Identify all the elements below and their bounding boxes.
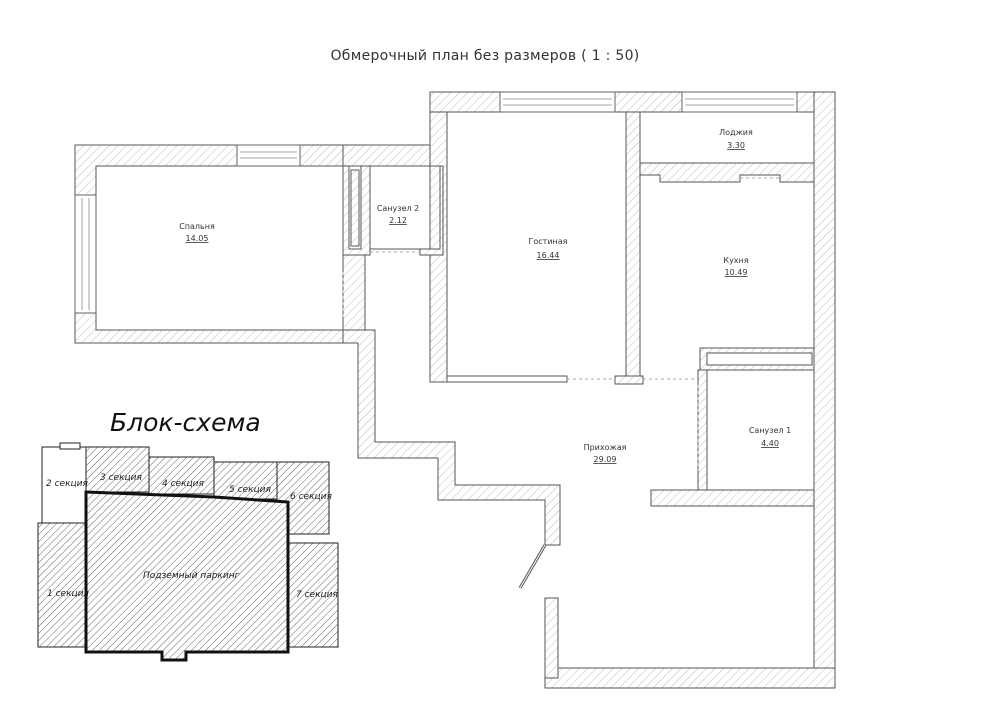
bath2-shaft-fill [350,169,360,247]
living-bottom-post [614,375,644,385]
bath1-left-wall [697,369,708,491]
section-6-label: 6 секция [290,492,332,502]
windows [74,91,798,314]
section-4-block [148,456,215,495]
door-openings [342,177,780,470]
kitchen-area: 10.49 [725,268,748,277]
bottom-outer-wall [544,667,836,689]
section-1-block [37,522,87,648]
bath2-name: Санузел 2 [377,204,419,213]
bath1-name: Санузел 1 [749,426,791,435]
corridor-stepped-wall [342,329,561,546]
bedroom-name: Спальня [179,222,215,231]
walls [74,91,836,689]
block-scheme: 2 секция 3 секция 4 секция 5 секция 6 се… [37,442,339,662]
living-bottom-wall [446,375,568,383]
entry-door [518,544,547,589]
plan-title: Обмерочный план без размеров ( 1 : 50) [330,48,640,64]
parking-block [84,490,290,662]
bath1-area: 4.40 [761,439,779,448]
section-2-block [41,446,87,524]
bedroom-area: 14.05 [186,234,209,243]
section-2-label: 2 секция [46,479,88,489]
living-left-wall [429,111,448,383]
parking-label: Подземный паркинг [143,571,240,581]
living-area: 16.44 [537,251,560,260]
living-window [499,91,616,113]
entry-left-wall [544,597,559,679]
living-right-wall [625,111,641,383]
kitchen-inner-rect [706,352,813,366]
loggia-window [681,91,798,113]
right-outer-wall [813,91,836,689]
section-5-label: 5 секция [229,485,271,495]
section-5-block [213,461,278,500]
bath1-bottom-wall [650,489,815,507]
bath2-walls [342,165,444,256]
section-3-block [85,446,150,493]
section-1-label: 1 секция [47,589,89,599]
kitchen-name: Кухня [723,256,748,265]
section-7-label: 7 секция [296,590,338,600]
loggia-name: Лоджия [719,128,753,137]
bath2-area: 2.12 [389,216,407,225]
room-labels: Спальня 14.05 Санузел 2 2.12 Гостиная 16… [179,128,791,464]
hall-area: 29.09 [594,455,617,464]
bedroom-top-window [236,144,301,167]
scheme-title: Блок-схема [110,408,261,437]
loggia-area: 3.30 [727,141,745,150]
section-3-label: 3 секция [100,473,142,483]
bedroom-walls [74,144,366,344]
living-name: Гостиная [529,237,568,246]
section-4-label: 4 секция [162,479,204,489]
bedroom-side-window [74,194,97,314]
loggia-wall [639,162,815,183]
hall-name: Прихожая [584,443,627,452]
